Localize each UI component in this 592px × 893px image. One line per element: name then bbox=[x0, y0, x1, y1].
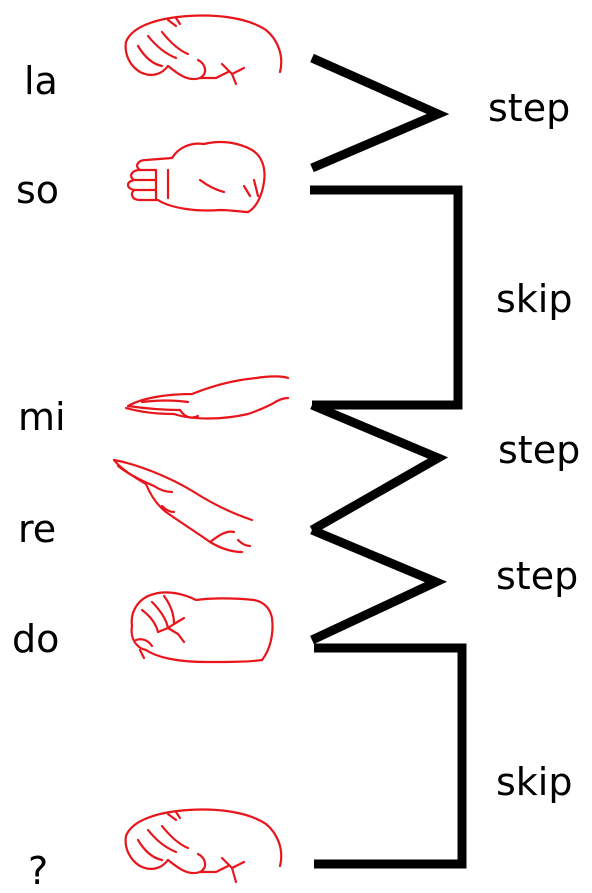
interval-label-step: step bbox=[488, 86, 571, 130]
hand-sign-do-icon bbox=[124, 588, 284, 668]
interval-label-skip: skip bbox=[496, 760, 573, 804]
hand-sign-unknown-icon bbox=[118, 806, 288, 890]
syllable-label-re: re bbox=[18, 507, 57, 551]
bracket-do-unknown bbox=[314, 643, 467, 869]
syllable-label-la: la bbox=[24, 59, 58, 103]
hand-sign-so-icon bbox=[116, 136, 276, 216]
syllable-label-do: do bbox=[12, 617, 60, 661]
bracket-so-mi bbox=[310, 185, 463, 410]
interval-label-step: step bbox=[498, 428, 581, 472]
syllable-label-mi: mi bbox=[18, 395, 66, 439]
interval-label-step: step bbox=[496, 554, 579, 598]
zigzag-mi-re bbox=[309, 400, 449, 534]
hand-sign-re-icon bbox=[110, 456, 260, 556]
syllable-label-unknown: ? bbox=[28, 849, 49, 893]
hand-sign-la-icon bbox=[118, 12, 288, 92]
zigzag-la-so bbox=[310, 53, 450, 173]
interval-label-skip: skip bbox=[496, 277, 573, 321]
hand-sign-mi-icon bbox=[122, 372, 292, 432]
syllable-label-so: so bbox=[16, 168, 60, 212]
zigzag-re-do bbox=[310, 525, 448, 645]
